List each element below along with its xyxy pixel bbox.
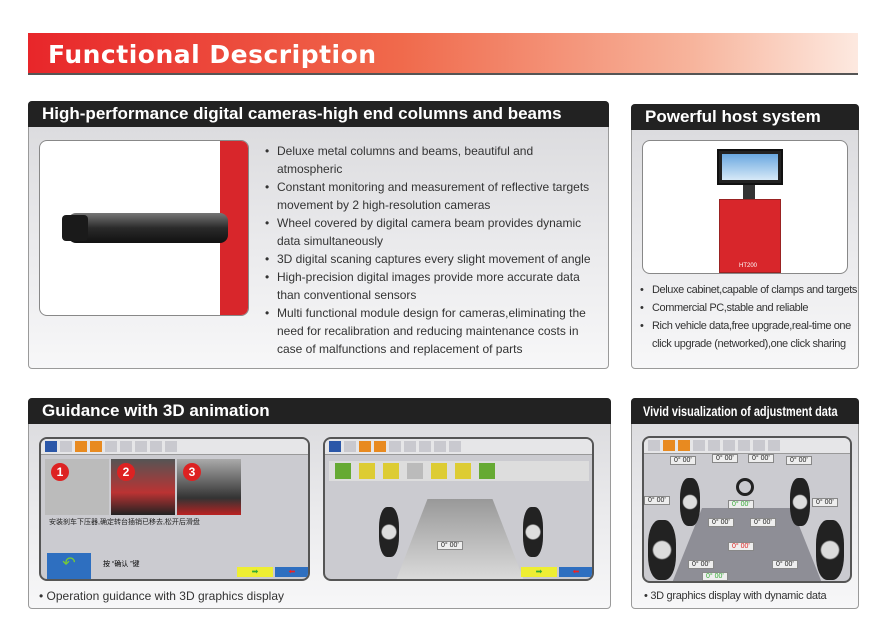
step-number: 2	[117, 463, 135, 481]
wheel-rear-left	[648, 520, 676, 580]
wheel-front-left	[680, 478, 700, 526]
section-header: Functional Description	[28, 33, 858, 75]
guidance-caption: • Operation guidance with 3D graphics di…	[39, 589, 285, 603]
caption-text: Operation guidance with 3D graphics disp…	[46, 589, 285, 603]
caption-text: 3D graphics display with dynamic data	[650, 590, 827, 602]
prev-button[interactable]: ⬅	[275, 567, 308, 577]
bullet: Constant monitoring and measurement of r…	[265, 178, 595, 214]
step-number: 1	[51, 463, 69, 481]
instruction-text: 安装刹车下压器,确定转台插销已移去,松开后滑盘	[49, 519, 200, 526]
alignment-screen: 0° 00' 0° 00' 0° 00' 0° 00' 0° 00' 0° 00…	[642, 436, 852, 583]
wheel-front-right	[790, 478, 810, 526]
bullet: Multi functional module design for camer…	[265, 304, 595, 358]
readout: 0° 00'	[748, 454, 774, 463]
step-image: 3	[177, 459, 241, 515]
cabinet-label: HT200	[739, 263, 758, 269]
cameras-bullets: Deluxe metal columns and beams, beautifu…	[265, 142, 595, 358]
readout: 0° 00'	[712, 454, 738, 463]
toolbar	[644, 438, 850, 454]
back-button[interactable]: ↶	[47, 553, 91, 579]
camera-beam-image	[39, 140, 249, 316]
readout: 0° 00'	[750, 518, 776, 527]
step-image: 2	[111, 459, 175, 515]
bullet: Deluxe metal columns and beams, beautifu…	[265, 142, 595, 178]
page-title: Functional Description	[48, 40, 377, 69]
guidance-panel: Guidance with 3D animation 1 2 3 安装刹车下压器…	[28, 398, 611, 609]
confirm-hint: 按 “确认 ”键	[103, 561, 140, 568]
bullet: High-precision digital images provide mo…	[265, 268, 595, 304]
readout: 0° 00'	[786, 456, 812, 465]
readout: 0° 00'	[644, 496, 670, 505]
readout: 0° 00'	[708, 518, 734, 527]
host-title: Powerful host system	[645, 107, 821, 126]
host-bullets: Deluxe cabinet,capable of clamps and tar…	[640, 281, 858, 353]
next-button[interactable]: ➡	[237, 567, 273, 577]
guidance-screen-1: 1 2 3 安装刹车下压器,确定转台插销已移去,松开后滑盘 ↶ 按 “确认 ”键…	[39, 437, 310, 581]
guidance-screen-2: 0° 00' ➡ ⬅	[323, 437, 594, 581]
vivid-panel: Vivid visualization of adjustment data 0…	[631, 398, 859, 609]
vivid-title: Vivid visualization of adjustment data	[643, 403, 838, 419]
vivid-title-bar: Vivid visualization of adjustment data	[631, 398, 859, 424]
bullet: Deluxe cabinet,capable of clamps and tar…	[640, 281, 858, 299]
next-button[interactable]: ➡	[521, 567, 557, 577]
step-number: 3	[183, 463, 201, 481]
steering-wheel-icon	[736, 478, 754, 496]
readout: 0° 00'	[670, 456, 696, 465]
angle-readout: 0° 00'	[437, 541, 463, 550]
host-cabinet-image: HT200	[642, 140, 848, 274]
step-image: 1	[45, 459, 109, 515]
host-title-bar: Powerful host system	[631, 104, 859, 130]
prev-button[interactable]: ⬅	[559, 567, 592, 577]
bullet: Commercial PC,stable and reliable	[640, 299, 858, 317]
guidance-title-bar: Guidance with 3D animation	[28, 398, 611, 424]
host-panel: Powerful host system HT200 Deluxe cabine…	[631, 104, 859, 369]
bullet: Rich vehicle data,free upgrade,real-time…	[640, 317, 858, 353]
readout: 0° 00'	[728, 542, 754, 551]
guidance-title: Guidance with 3D animation	[42, 401, 270, 420]
toolbar	[325, 439, 592, 455]
readout: 0° 00'	[702, 572, 728, 581]
cameras-title-bar: High-performance digital cameras-high en…	[28, 101, 609, 127]
readout: 0° 00'	[772, 560, 798, 569]
vivid-caption: • 3D graphics display with dynamic data	[644, 590, 827, 602]
bullet: Wheel covered by digital camera beam pro…	[265, 214, 595, 250]
readout: 0° 00'	[812, 498, 838, 507]
wheel-rear-right	[816, 520, 844, 580]
bullet: 3D digital scaning captures every slight…	[265, 250, 595, 268]
cameras-title: High-performance digital cameras-high en…	[42, 104, 562, 123]
toolbar	[41, 439, 308, 455]
readout: 0° 00'	[728, 500, 754, 509]
cameras-panel: High-performance digital cameras-high en…	[28, 101, 609, 369]
readout: 0° 00'	[688, 560, 714, 569]
